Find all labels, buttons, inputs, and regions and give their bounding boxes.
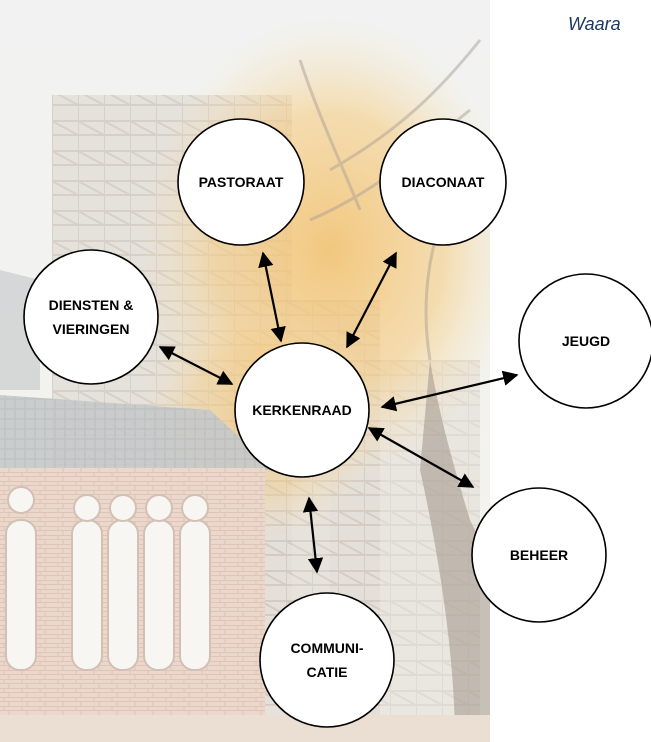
arrow-kerkenraad-beheer — [367, 427, 475, 488]
node-label-kerkenraad-0: KERKENRAAD — [252, 402, 352, 418]
arrow-kerkenraad-pastoraat — [258, 251, 286, 343]
node-circle-diensten-vieringen — [23, 249, 159, 385]
edges-layer — [158, 251, 519, 574]
node-circle-jeugd — [518, 273, 651, 409]
node-beheer: BEHEER — [471, 487, 607, 623]
node-label-diensten-vieringen-1: VIERINGEN — [52, 321, 129, 337]
node-jeugd: JEUGD — [518, 273, 651, 409]
node-circle-beheer — [471, 487, 607, 623]
node-label-communicatie-0: COMMUNI- — [290, 640, 363, 656]
header-fragment: Waara — [568, 14, 621, 34]
node-diaconaat: DIACONAAT — [379, 118, 507, 246]
node-kerkenraad: KERKENRAAD — [234, 342, 370, 478]
node-label-pastoraat-0: PASTORAAT — [199, 174, 284, 190]
node-circle-diaconaat — [379, 118, 507, 246]
node-circle-kerkenraad — [234, 342, 370, 478]
node-pastoraat: PASTORAAT — [177, 118, 305, 246]
node-circle-communicatie — [259, 592, 395, 728]
node-circle-pastoraat — [177, 118, 305, 246]
node-label-diensten-vieringen-0: DIENSTEN & — [49, 297, 134, 313]
node-label-communicatie-1: CATIE — [307, 664, 348, 680]
arrow-kerkenraad-diaconaat — [346, 251, 397, 349]
node-label-diaconaat-0: DIACONAAT — [402, 174, 485, 190]
arrow-kerkenraad-communicatie — [302, 496, 324, 574]
node-label-jeugd-0: JEUGD — [562, 333, 610, 349]
arrow-kerkenraad-diensten-vieringen — [158, 346, 234, 385]
node-label-beheer-0: BEHEER — [510, 547, 568, 563]
arrow-kerkenraad-jeugd — [380, 370, 519, 412]
node-communicatie: COMMUNI- CATIE — [259, 592, 395, 728]
node-diensten-vieringen: DIENSTEN & VIERINGEN — [23, 249, 159, 385]
nodes-layer: PASTORAAT DIACONAAT DIENSTEN & VIERINGEN JEU… — [23, 118, 651, 728]
